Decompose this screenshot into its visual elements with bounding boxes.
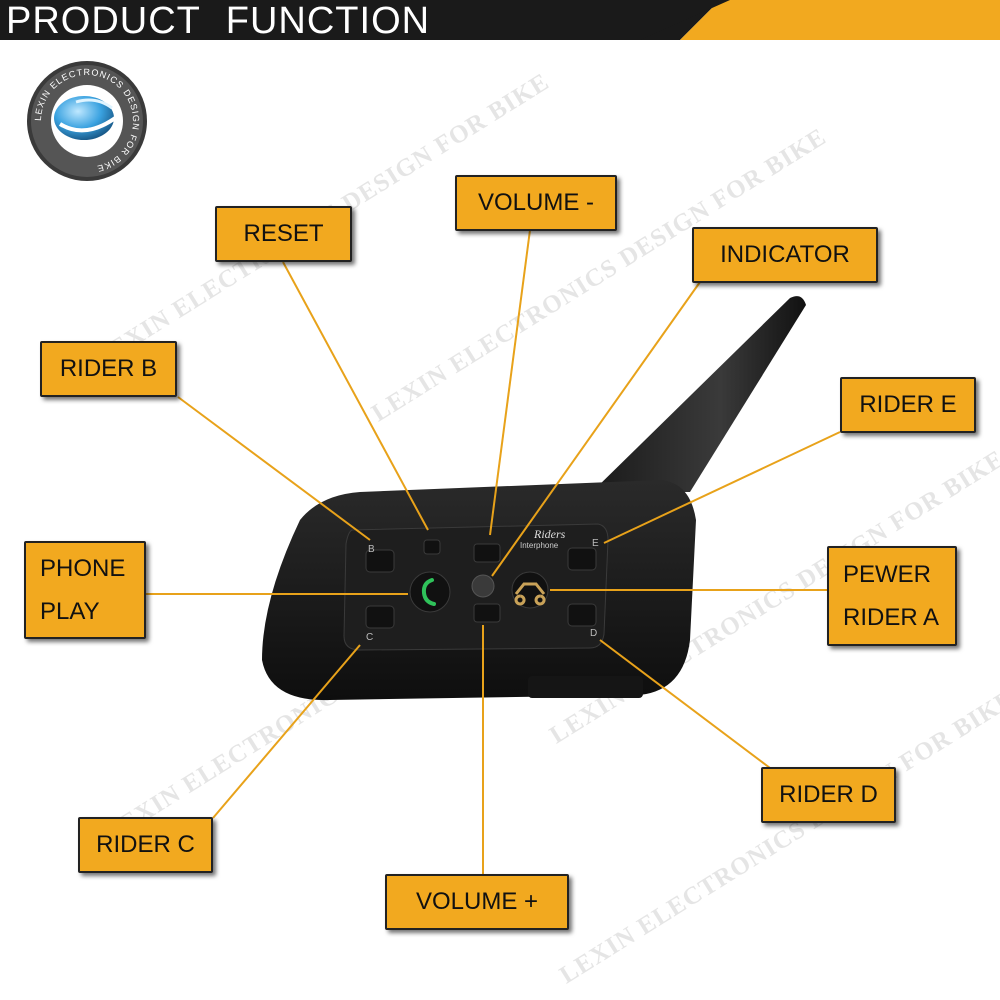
header-background bbox=[0, 0, 1000, 40]
callout-reset: RESET bbox=[215, 206, 352, 262]
callout-phone-play-line2: PLAY bbox=[40, 598, 100, 625]
motorbike-icon bbox=[514, 582, 546, 606]
button-reset bbox=[423, 539, 441, 555]
power-button bbox=[511, 571, 549, 609]
callout-power-rider-a: PEWER RIDER A bbox=[827, 546, 957, 646]
indicator-led bbox=[471, 574, 495, 598]
letter-b: B bbox=[368, 544, 375, 555]
button-b bbox=[365, 549, 395, 573]
device-brand: Riders bbox=[533, 527, 566, 541]
callout-power-rider-a-line2: RIDER A bbox=[843, 604, 940, 631]
callout-volume-minus: VOLUME - bbox=[455, 175, 617, 231]
antenna bbox=[592, 296, 806, 492]
header-bar: PRODUCT FUNCTION bbox=[0, 0, 1000, 42]
leader-rider-d bbox=[599, 639, 771, 769]
letter-c: C bbox=[366, 632, 373, 643]
callout-rider-d: RIDER D bbox=[761, 767, 896, 823]
device-model: Interphone bbox=[520, 541, 559, 550]
button-volume-plus bbox=[473, 603, 501, 623]
button-volume-minus bbox=[473, 543, 501, 563]
phone-button bbox=[409, 571, 451, 613]
callout-rider-e: RIDER E bbox=[840, 377, 976, 433]
callout-phone-play: PHONE PLAY bbox=[24, 541, 146, 639]
leader-rider-e bbox=[603, 431, 841, 544]
callout-power-rider-a-line1: PEWER bbox=[843, 560, 932, 588]
callout-rider-b: RIDER B bbox=[40, 341, 177, 397]
letter-e: E bbox=[592, 538, 599, 549]
phone-icon bbox=[421, 578, 436, 606]
page-title: PRODUCT FUNCTION bbox=[6, 0, 431, 42]
leader-volume-minus bbox=[489, 229, 531, 536]
globe-logo-icon: LEXIN ELECTRONICS DESIGN FOR BIKE bbox=[27, 61, 147, 181]
letter-d: D bbox=[590, 628, 597, 639]
button-e bbox=[567, 547, 597, 571]
callout-volume-plus: VOLUME + bbox=[385, 874, 569, 930]
callout-phone-play-line1: PHONE bbox=[40, 554, 126, 582]
leader-rider-c bbox=[212, 644, 361, 819]
leader-reset bbox=[282, 261, 429, 531]
leader-indicator bbox=[491, 281, 701, 577]
button-c bbox=[365, 605, 395, 629]
callout-rider-c: RIDER C bbox=[78, 817, 213, 873]
callout-indicator: INDICATOR bbox=[692, 227, 878, 283]
button-d bbox=[567, 603, 597, 627]
leader-rider-b bbox=[177, 396, 371, 541]
